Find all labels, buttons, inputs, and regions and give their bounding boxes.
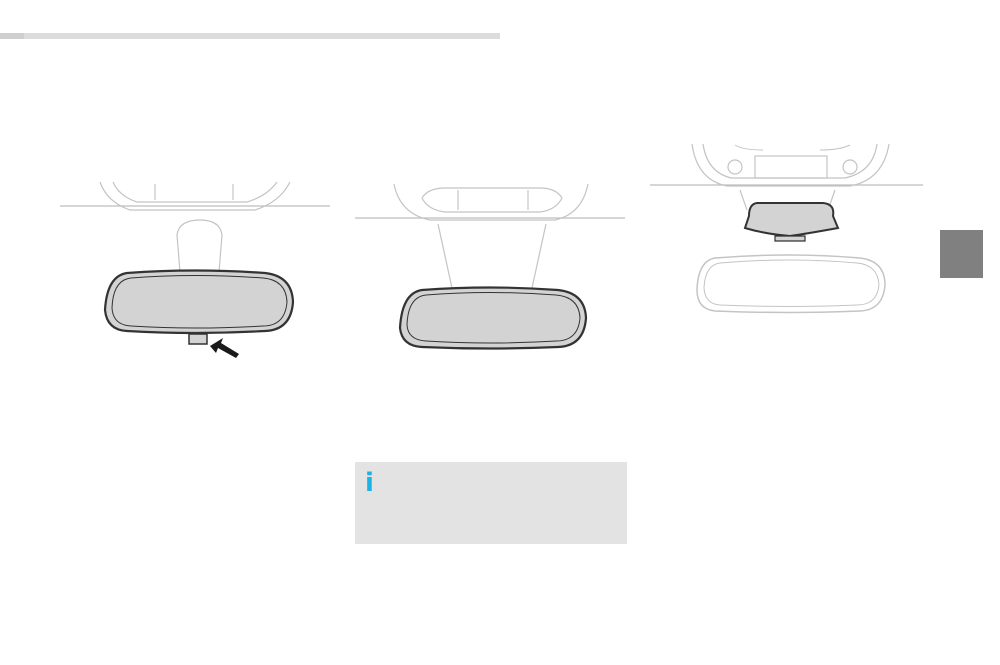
header-rule bbox=[0, 33, 500, 39]
mirror-icon bbox=[355, 183, 625, 350]
header-rule-accent bbox=[0, 33, 24, 39]
info-note-box: i bbox=[355, 462, 627, 544]
mirror-sensor-rear-view-illustration bbox=[645, 140, 930, 320]
mirror-front-view-illustration bbox=[350, 180, 630, 355]
arrow-icon bbox=[210, 338, 239, 358]
mirror-manual-dimming-illustration bbox=[55, 180, 335, 365]
chapter-tab[interactable] bbox=[940, 230, 983, 278]
mirror-icon bbox=[60, 181, 330, 358]
sensor-icon bbox=[650, 143, 923, 314]
info-icon: i bbox=[365, 468, 374, 498]
